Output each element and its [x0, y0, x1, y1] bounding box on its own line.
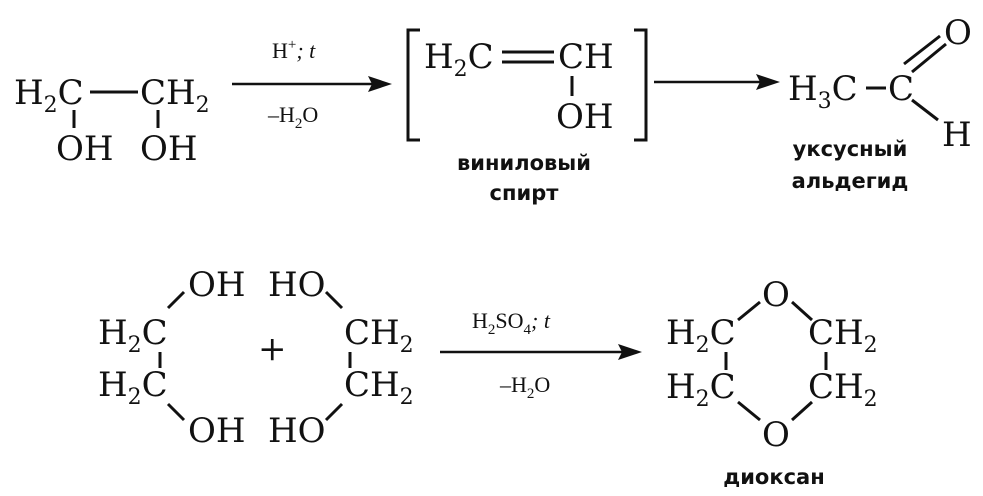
arrow3-condition-below: –H2O: [499, 372, 550, 402]
ch2-ring-bottom-left: H2C: [666, 367, 736, 412]
c-oh-bond-b-top: [324, 290, 344, 310]
c-oh-bond-b-bottom: [324, 402, 344, 422]
ch2-a-bottom: H2C: [98, 365, 168, 410]
caption-acetaldehyde-1: уксусный: [793, 137, 908, 161]
hydroxyl-a-bottom: OH: [188, 411, 246, 451]
acetaldehyde-product: H3C C O H уксусный альдегид: [788, 13, 972, 193]
bracket-right: [634, 28, 648, 142]
ring-bond-o-br: [790, 400, 814, 422]
ch3-group: H3C: [788, 69, 858, 114]
ring-bond-bl-o: [737, 400, 761, 422]
arrow3-condition-above: H2SO4; t: [472, 308, 551, 338]
c-h-bond: [911, 98, 939, 122]
hydroxyl-vinyl: OH: [556, 97, 614, 137]
arrow1-head: [368, 76, 392, 92]
ethylene-glycol-b: HO CH2 CH2 HO: [268, 265, 414, 451]
c-o-double-bond-2: [911, 42, 947, 74]
hydroxyl-left: OH: [56, 129, 114, 169]
arrow-dehydration-1: H+; t –H2O: [232, 37, 392, 132]
hydroxyl-right: OH: [140, 129, 198, 169]
caption-vinyl-alcohol-2: спирт: [490, 181, 560, 205]
hydroxyl-b-bottom: HO: [268, 411, 326, 451]
arrow2-head: [756, 74, 780, 90]
ch2-ring-top-right: CH2: [808, 313, 878, 358]
c-o-double-bond-1: [903, 34, 941, 66]
arrow-tautomerization: [654, 74, 780, 90]
carbonyl-carbon: C: [888, 69, 914, 109]
hydroxyl-b-top: HO: [268, 265, 326, 305]
ch2-b-bottom: CH2: [344, 365, 414, 410]
ring-bond-tl-o: [737, 300, 761, 322]
ethylene-glycol-a: OH H2C H2C OH: [98, 265, 246, 451]
arrow1-condition-below: –H2O: [267, 102, 318, 132]
caption-vinyl-alcohol-1: виниловый: [457, 151, 591, 175]
arrow1-condition-above: H+; t: [272, 37, 316, 63]
oxygen-carbonyl: O: [944, 13, 972, 53]
arrow3-head: [618, 344, 642, 360]
bracket-left: [406, 28, 420, 142]
ethylene-glycol-reactant: H2C CH2 OH OH: [14, 73, 210, 169]
ch2-ring-bottom-right: CH2: [808, 367, 878, 412]
ch-vinyl-group: CH: [558, 37, 614, 77]
ch2-left-group: H2C: [14, 73, 84, 118]
ch2-b-top: CH2: [344, 313, 414, 358]
ch2-ring-top-left: H2C: [666, 313, 736, 358]
caption-acetaldehyde-2: альдегид: [792, 169, 909, 193]
ch2-right-group: CH2: [140, 73, 210, 118]
ch2-a-top: H2C: [98, 313, 168, 358]
plus-sign: +: [258, 329, 287, 369]
c-oh-bond-a-bottom: [166, 402, 186, 422]
oxygen-ring-top: O: [762, 275, 790, 315]
hydrogen-aldehyde: H: [942, 115, 972, 155]
dioxane-product: O H2C CH2 H2C CH2 O диоксан: [666, 275, 878, 489]
caption-dioxane: диоксан: [723, 465, 824, 489]
arrow-dehydration-2: H2SO4; t –H2O: [440, 308, 642, 402]
ch2-vinyl-group: H2C: [424, 37, 494, 82]
oxygen-ring-bottom: O: [762, 415, 790, 455]
vinyl-alcohol-intermediate: H2C CH OH виниловый спирт: [406, 28, 648, 205]
hydroxyl-a-top: OH: [188, 265, 246, 305]
c-oh-bond-a-top: [166, 290, 186, 310]
ring-bond-o-tr: [790, 300, 814, 322]
